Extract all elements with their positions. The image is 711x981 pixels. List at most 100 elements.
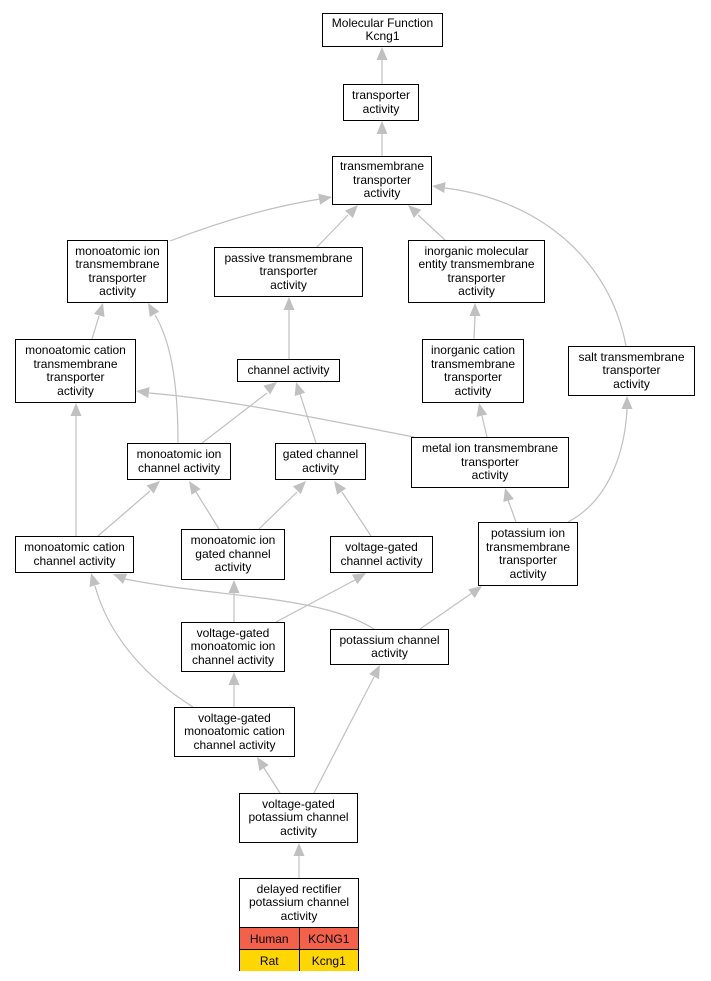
node-label-line: monoatomic ion	[190, 533, 276, 548]
edge-mic-to-channel	[201, 392, 268, 444]
node-channel-activity[interactable]: channel activity	[237, 359, 340, 382]
edge-mitm-to-tm	[169, 198, 321, 242]
node-label-line: inorganic molecular	[424, 243, 529, 258]
species-label: Human	[249, 931, 289, 946]
edge-metal-to-mctm-arrowhead	[136, 387, 150, 399]
edge-migated-to-mic	[195, 491, 220, 530]
edge-mic-to-mitm-arrowhead	[148, 303, 160, 318]
edge-leaf-to-vgk-arrowhead	[293, 843, 305, 856]
species-row-human: Human KCNG1	[240, 927, 358, 949]
node-label-line: transporter	[602, 363, 661, 378]
edge-kitm-to-salt	[567, 408, 628, 523]
node-label-line: transporter	[498, 553, 558, 567]
node-label-line: activity	[471, 468, 509, 483]
node-label-line: transporter	[447, 270, 506, 285]
edge-salt-to-tm-arrowhead	[432, 182, 446, 194]
edge-vgmi-to-vgc-arrowhead	[351, 573, 366, 585]
node-label-line: monoatomic ion	[136, 447, 222, 461]
node-label-line: potassium channel	[248, 895, 350, 910]
gene-symbol: KCNG1	[298, 928, 359, 949]
node-label-line: monoatomic cation	[184, 724, 285, 739]
edge-kchan-to-mcc-arrowhead	[113, 573, 128, 584]
species-label: Rat	[259, 953, 279, 968]
edge-kchan-to-kitm	[419, 592, 473, 630]
edge-gated-to-channel	[299, 393, 317, 444]
node-label-line: transmembrane	[485, 539, 571, 554]
node-label-line: Kcng1	[365, 29, 400, 43]
node-label-line: entity transmembrane	[418, 257, 535, 271]
node-label-line: voltage-gated	[345, 540, 418, 554]
node-label-line: channel activity	[137, 460, 221, 475]
node-label-line: activity	[362, 101, 400, 116]
edge-vgk-to-vgmc	[263, 767, 281, 794]
node-label-line: transporter	[259, 264, 318, 279]
edge-inorgmol-to-tm	[417, 214, 446, 241]
node-label-line: transporter	[351, 88, 411, 102]
edge-inorgcat-to-inorgmol	[473, 315, 476, 340]
node-label-line: monoatomic cation	[25, 343, 126, 357]
edge-passive-to-tm-arrowhead	[344, 205, 358, 219]
node-label-line: activity	[371, 646, 408, 660]
edge-mitm-to-tm-arrowhead	[318, 193, 332, 205]
node-label-line: potassium channel	[339, 632, 440, 647]
node-label-line: salt transmembrane	[578, 349, 685, 364]
node-label-line: transporter	[352, 172, 412, 187]
edge-mcc-to-mic	[97, 490, 151, 537]
node-label-line: Molecular Function	[331, 15, 434, 30]
edge-mic-to-mitm	[154, 314, 179, 444]
node-label-line: voltage-gated	[198, 710, 271, 725]
node-label-line: activity	[454, 383, 492, 398]
edge-vgmi-to-migated-arrowhead	[228, 580, 240, 593]
node-label-line: transporter	[443, 370, 503, 384]
node-label-line: activity	[302, 460, 339, 475]
node-label-line: transmembrane	[430, 356, 516, 371]
node-label-line: channel activity	[247, 362, 330, 377]
node-label-line: channel activity	[33, 553, 116, 568]
edge-vgk-to-vgmc-arrowhead	[257, 757, 269, 771]
edge-passive-to-tm	[316, 214, 349, 248]
node-label-line: channel activity	[191, 652, 275, 667]
node-label-line: activity	[363, 186, 401, 201]
node-label-line: activity	[458, 284, 495, 298]
edge-transporter-to-root-arrowhead	[376, 47, 388, 60]
node-label-line: transporter	[88, 270, 147, 285]
edge-migated-to-gated-arrowhead	[292, 481, 306, 495]
node-label-line: transmembrane	[33, 356, 118, 371]
node-label-line: activity	[57, 383, 94, 398]
edge-metal-to-inorgcat	[481, 415, 488, 438]
edge-vgc-to-gated-arrowhead	[334, 481, 347, 495]
node-label-line: transporter	[46, 370, 105, 384]
node-label-line: voltage-gated	[196, 625, 270, 640]
edge-metal-to-mctm	[148, 392, 415, 438]
edge-migated-to-gated	[258, 491, 298, 530]
node-label-line: gated channel	[195, 546, 271, 561]
edge-kitm-to-metal	[507, 499, 517, 523]
edge-salt-to-tm	[444, 187, 627, 347]
edge-tm-to-transporter-arrowhead	[376, 121, 388, 134]
node-label-line: voltage-gated	[262, 796, 335, 811]
edge-kchan-to-kitm-arrowhead	[468, 586, 482, 599]
